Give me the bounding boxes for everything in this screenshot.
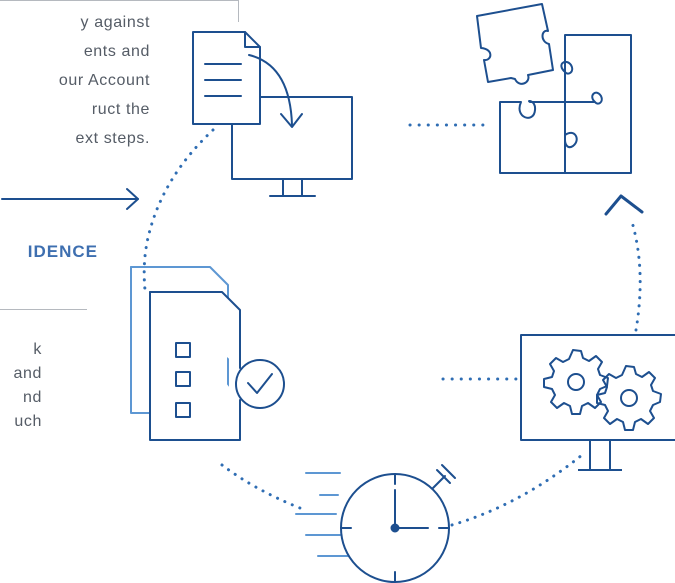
connector-gear-monitor — [415, 377, 522, 401]
confidence-line-1: k — [33, 341, 42, 358]
top-text-line-1: y against — [80, 14, 150, 31]
confidence-heading: IDENCE — [27, 242, 98, 261]
cycle-arrow-head-icon — [604, 194, 644, 216]
top-text-line-5: ext steps. — [75, 130, 150, 147]
stopwatch-icon — [295, 464, 456, 583]
cycle-dotted-path — [142, 128, 642, 527]
confidence-line-3: nd — [23, 389, 42, 406]
right-arrow-icon — [1, 188, 139, 210]
document-to-monitor-icon — [192, 31, 353, 197]
confidence-line-4: uch — [14, 413, 42, 430]
top-text-box-border — [0, 0, 239, 22]
gear-monitor-icon — [520, 334, 675, 471]
top-text-line-3: our Account — [58, 72, 150, 89]
connector-lines-checklist — [287, 311, 406, 337]
top-text-line-4: ruct the — [91, 101, 150, 118]
top-text-line-2: ents and — [83, 43, 150, 60]
confidence-line-2: and — [13, 365, 42, 382]
connector-doc-puzzle — [408, 123, 497, 146]
puzzle-icon — [476, 3, 632, 174]
checklist-icon — [130, 266, 285, 441]
